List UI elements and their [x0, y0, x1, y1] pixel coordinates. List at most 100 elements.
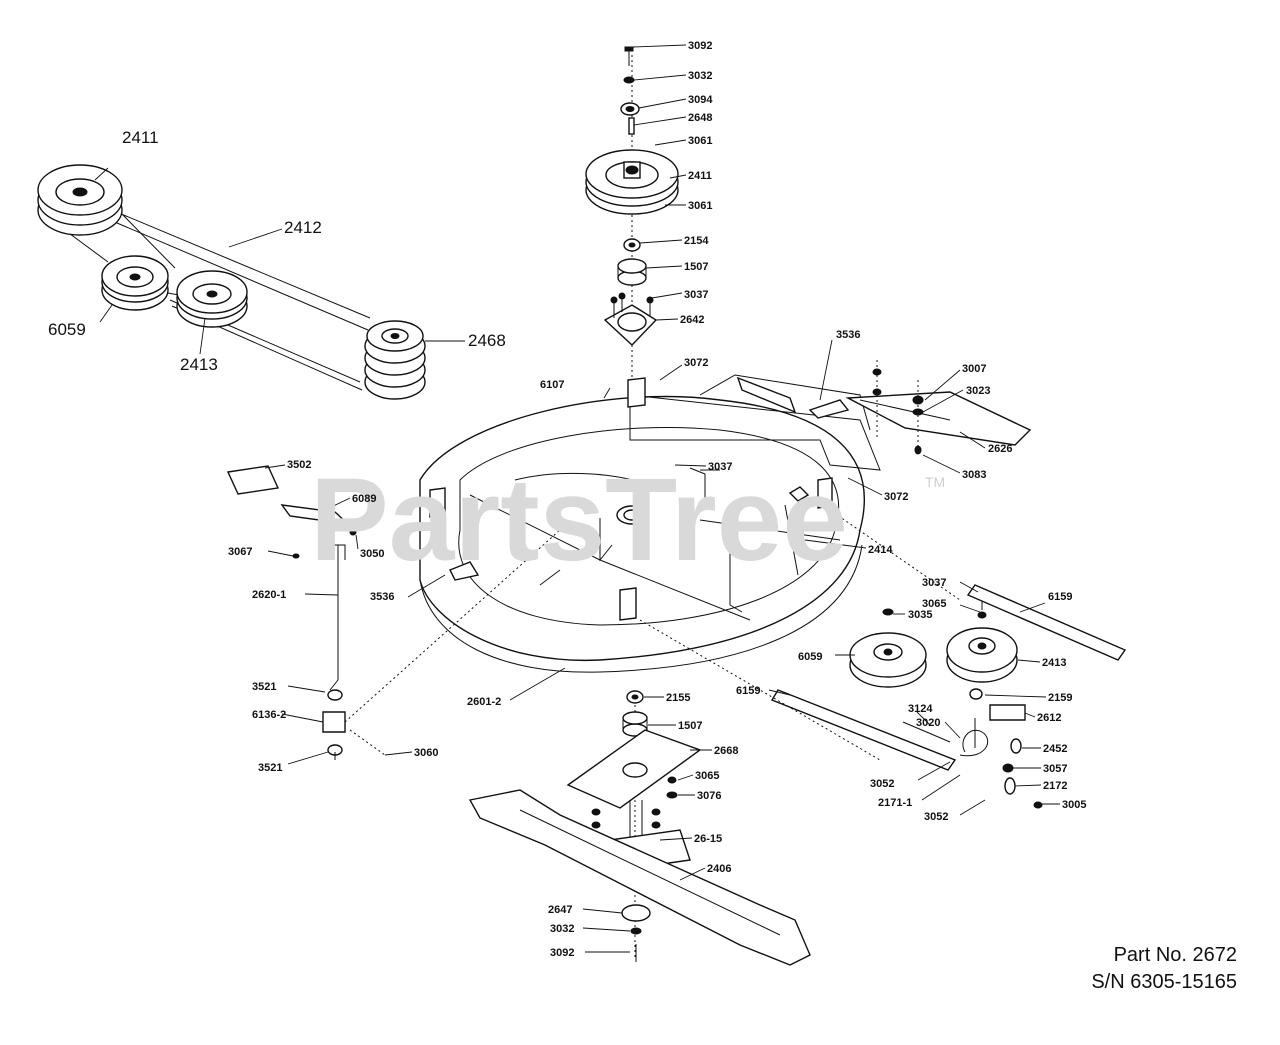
callout-3092: 3092	[688, 40, 712, 52]
callout-2626: 2626	[988, 443, 1012, 455]
callout-2647: 2647	[548, 904, 572, 916]
callout-labels: 3092 3032 3094 2648 3061 2411 3061 2154 1507 3037…	[48, 40, 1086, 959]
top-spindle-stack	[585, 46, 679, 440]
callout-3050: 3050	[360, 548, 384, 560]
callout-3035: 3035	[908, 609, 932, 621]
callout-2159: 2159	[1048, 692, 1072, 704]
callout-3536: 3536	[370, 591, 394, 603]
part-number: Part No. 2672	[1113, 944, 1237, 966]
serial-number: S/N 6305-15165	[1091, 971, 1237, 993]
key-2648	[628, 117, 635, 135]
callout-2171-1: 2171-1	[878, 797, 912, 809]
callout-6059: 6059	[798, 651, 822, 663]
callout-large-2468: 2468	[468, 331, 506, 350]
rod-6159-lower	[770, 689, 957, 771]
callout-3032: 3032	[688, 70, 712, 82]
bracket-2626	[845, 360, 1032, 455]
blade-2406	[468, 789, 811, 966]
bolt-3092-top	[624, 46, 634, 66]
watermark-tm: TM	[925, 474, 945, 490]
callout-1507: 1507	[678, 720, 702, 732]
housing-2642	[603, 292, 658, 346]
callout-2620-1: 2620-1	[252, 589, 286, 601]
washer-3032-top	[623, 76, 635, 84]
pulley-2411-left	[37, 164, 123, 236]
callout-3032: 3032	[550, 923, 574, 935]
deflector-3536-left	[449, 561, 480, 581]
callout-3057: 3057	[1043, 763, 1067, 775]
right-pulleys	[639, 509, 1127, 809]
callout-3007: 3007	[962, 363, 986, 375]
callout-3083: 3083	[962, 469, 986, 481]
callout-3502: 3502	[287, 459, 311, 471]
callout-large-2412: 2412	[284, 218, 322, 237]
callout-2154: 2154	[684, 235, 709, 247]
nut-3094	[620, 102, 640, 116]
pulley-6059-left	[101, 255, 169, 311]
callout-6136-2: 6136-2	[252, 709, 286, 721]
callout-3052: 3052	[924, 811, 948, 823]
callout-3061: 3061	[688, 135, 712, 147]
belt-pulley-assembly	[37, 164, 426, 400]
callout-3072: 3072	[884, 491, 908, 503]
callout-3536: 3536	[836, 329, 860, 341]
callout-2452: 2452	[1043, 743, 1067, 755]
callout-large-6059: 6059	[48, 320, 86, 339]
callout-3065: 3065	[695, 770, 719, 782]
callout-3037: 3037	[922, 577, 946, 589]
leader-lines	[94, 44, 1060, 953]
callout-3037: 3037	[684, 289, 708, 301]
callout-3052: 3052	[870, 778, 894, 790]
callout-3072: 3072	[684, 357, 708, 369]
callout-2406: 2406	[707, 863, 731, 875]
callout-2155: 2155	[666, 692, 690, 704]
callout-2414: 2414	[868, 544, 893, 556]
nut-2154	[623, 238, 641, 252]
pad-3502	[226, 465, 280, 495]
pulley-2468	[364, 320, 426, 400]
callout-2668: 2668	[714, 745, 738, 757]
deflector-3536-right	[808, 399, 850, 419]
callout-3076: 3076	[697, 790, 721, 802]
bracket-6089	[280, 504, 351, 525]
lift-linkage	[226, 465, 561, 760]
washer-2647	[621, 904, 651, 922]
callout-1507: 1507	[684, 261, 708, 273]
callout-3521: 3521	[252, 681, 276, 693]
callout-2601-2: 2601-2	[467, 696, 501, 708]
callout-3060: 3060	[414, 747, 438, 759]
callout-3061: 3061	[688, 200, 712, 212]
callout-2411: 2411	[688, 170, 712, 182]
callout-3005: 3005	[1062, 799, 1086, 811]
bearing-1507-top	[617, 258, 647, 286]
callout-6159: 6159	[736, 685, 760, 697]
callout-2642: 2642	[680, 314, 704, 326]
callout-3092: 3092	[550, 947, 574, 959]
callout-3065: 3065	[922, 598, 946, 610]
callout-3037: 3037	[708, 461, 732, 473]
callout-large-2413: 2413	[180, 355, 218, 374]
deck-housing	[419, 374, 881, 673]
callout-3124: 3124	[908, 703, 933, 715]
callout-2172: 2172	[1043, 780, 1067, 792]
callout-26-15: 26-15	[694, 833, 722, 845]
rod-6159-upper	[966, 584, 1127, 661]
callout-3521: 3521	[258, 762, 282, 774]
callout-6159: 6159	[1048, 591, 1072, 603]
callout-2612: 2612	[1037, 712, 1061, 724]
pulley-6059-right	[849, 632, 927, 688]
pulley-2411-top	[585, 149, 679, 215]
callout-3067: 3067	[228, 546, 252, 558]
callout-3094: 3094	[688, 94, 713, 106]
pulley-2413-right	[946, 627, 1018, 683]
callout-2413: 2413	[1042, 657, 1066, 669]
watermark-text: PartsTree	[310, 454, 848, 586]
callout-3020: 3020	[916, 717, 940, 729]
pulley-2413-left	[176, 270, 248, 328]
callout-large-2411: 2411	[122, 128, 159, 147]
callout-2648: 2648	[688, 112, 712, 124]
callout-6089: 6089	[352, 493, 376, 505]
callout-6107: 6107	[540, 379, 564, 391]
